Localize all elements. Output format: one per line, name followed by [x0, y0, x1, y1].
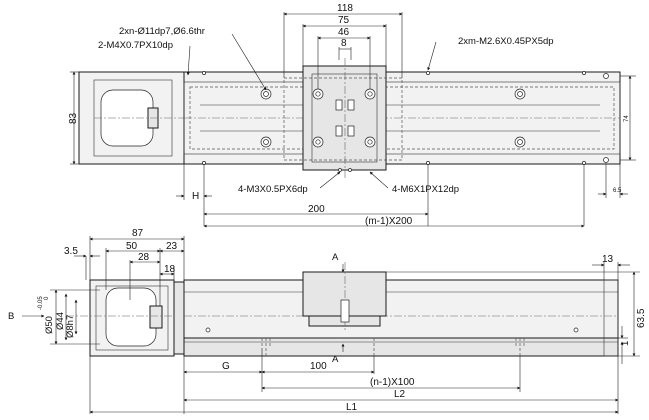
- callout-m4-tap: 2-M4X0.7PX10dp: [98, 40, 173, 51]
- dim-200: 200: [308, 204, 325, 215]
- dim-dia-44: Ø44: [55, 312, 66, 330]
- dim-18: 18: [164, 264, 176, 275]
- dim-dia-8h7: Ø8h7: [65, 315, 76, 338]
- carriage-top: [302, 65, 387, 171]
- dim-pitch-200: (m-1)X200: [365, 216, 413, 227]
- rail-holes-top: [260, 88, 526, 148]
- dim-75: 75: [338, 15, 350, 26]
- section-a-top: A: [332, 252, 339, 263]
- dim-100: 100: [310, 361, 327, 372]
- dim-28: 28: [138, 252, 150, 263]
- coupling-window-front: [105, 287, 157, 347]
- front-view: A A B Ø50 -0.05 0 Ø44 Ø8h7 87 50 23 28 1…: [8, 228, 647, 414]
- callout-counterbore-holes: 2xn-Ø11dp7,Ø6.6thr: [119, 26, 205, 37]
- callout-m2-6-tap: 2xm-M2.6X0.45PX5dp: [458, 36, 554, 47]
- callout-m6-tap: 4-M6X1PX12dp: [392, 184, 459, 195]
- dim-46: 46: [338, 27, 350, 38]
- dim-87: 87: [132, 228, 144, 239]
- rail-holes-front: [205, 327, 579, 356]
- rail-tapped-holes-top: [202, 71, 609, 165]
- dim-dia-50: Ø50: [44, 316, 55, 334]
- dim-50: 50: [126, 241, 138, 252]
- dim-74: 74: [624, 115, 630, 122]
- section-a-bottom: A: [332, 354, 339, 365]
- dim-13: 13: [602, 254, 614, 265]
- dim-6-5: 6.5: [613, 188, 622, 194]
- dim-23: 23: [166, 241, 178, 252]
- dim-63-5: 63.5: [636, 308, 647, 328]
- view-b: B: [8, 311, 14, 322]
- dim-l1: L1: [346, 402, 358, 413]
- dims-carriage-width: [283, 12, 403, 89]
- dim-dia-50-tol-upper: 0: [44, 296, 50, 300]
- dim-g: G: [222, 361, 230, 372]
- end-cap-left: [173, 281, 185, 355]
- dim-pitch-100: (n-1)X100: [370, 377, 415, 388]
- dim-h: H: [192, 191, 199, 202]
- dim-118: 118: [337, 3, 353, 14]
- dim-3-5: 3.5: [64, 246, 78, 257]
- dim-8: 8: [341, 38, 347, 49]
- carriage-holes-top: [312, 88, 376, 172]
- dim-83: 83: [68, 112, 79, 124]
- dim-dia-50-tol: -0.05: [38, 296, 44, 310]
- callout-m3-tap: 4-M3X0.5PX6dp: [238, 184, 308, 195]
- coupling-front: [149, 305, 163, 329]
- top-view: 118 75 46 8 83 74 6.5 H 200 (m-1)X200: [68, 3, 636, 228]
- dim-l2: L2: [394, 389, 406, 400]
- dim-1: 1: [620, 341, 631, 346]
